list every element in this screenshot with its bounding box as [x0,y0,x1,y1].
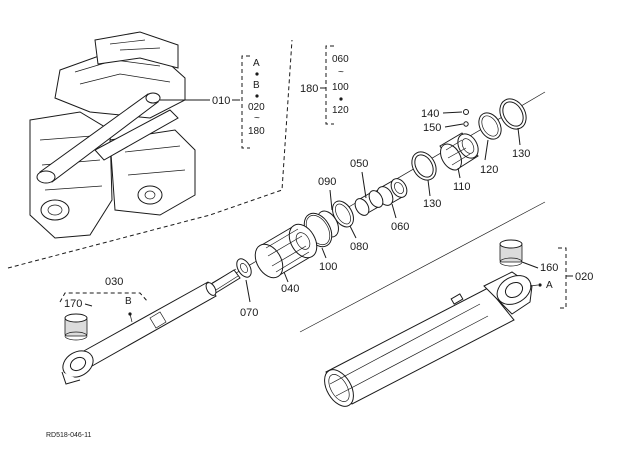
ref-b-030: B [125,296,132,307]
part-170-bushing [64,313,88,341]
bracket-180 [325,45,334,125]
range-to-180: 120 [332,105,349,116]
part-110-gland [439,132,479,171]
part-label-140: 140 [421,108,439,120]
part-120-ring [478,112,502,140]
tube-axis-line [299,201,546,333]
part-label-060: 060 [391,221,409,233]
part-label-040: 040 [281,283,299,295]
ref-b-010: B [253,80,260,91]
part-label-070: 070 [240,307,258,319]
drawing-code: RD518-046-11 [46,432,92,439]
part-040-piston [254,223,318,279]
tractor-frame-drawing [29,31,196,239]
part-label-080: 080 [350,241,368,253]
part-label-100: 100 [319,261,337,273]
range-from-010: 020 [248,102,265,113]
part-label-130-right: 130 [512,148,530,160]
part-020-cylinder-tube [324,271,533,407]
part-label-120: 120 [480,164,498,176]
part-label-110: 110 [453,181,471,193]
ref-a-020: A [546,280,553,291]
part-label-180: 180 [300,83,318,95]
part-label-170: 170 [64,298,82,310]
part-label-030: 030 [105,276,123,288]
ref-a-010: A [253,58,260,69]
range-tilde-010: ~ [254,113,260,124]
part-label-090: 090 [318,176,336,188]
bracket-020 [558,247,567,309]
part-label-050: 050 [350,158,368,170]
part-160-bushing [499,239,523,267]
part-label-130-left: 130 [423,198,441,210]
part-030-piston-rod [61,268,241,385]
part-080-ring [332,200,354,228]
part-130-ring-left [411,151,437,181]
part-label-020: 020 [575,271,593,283]
frame-group-boundary [7,39,293,269]
part-label-150: 150 [423,122,441,134]
range-to-010: 180 [248,126,265,137]
range-from-180: 060 [332,54,349,65]
part-label-010: 010 [212,95,230,107]
part-050-ring [354,190,384,216]
range-mid-180: 100 [332,82,349,93]
part-070-washer [236,258,252,278]
range-tilde-180: ~ [338,67,344,78]
part-130-ring-right [499,98,527,130]
bracket-030 [59,292,149,303]
part-label-160: 160 [540,262,558,274]
bracket-010 [241,55,250,149]
